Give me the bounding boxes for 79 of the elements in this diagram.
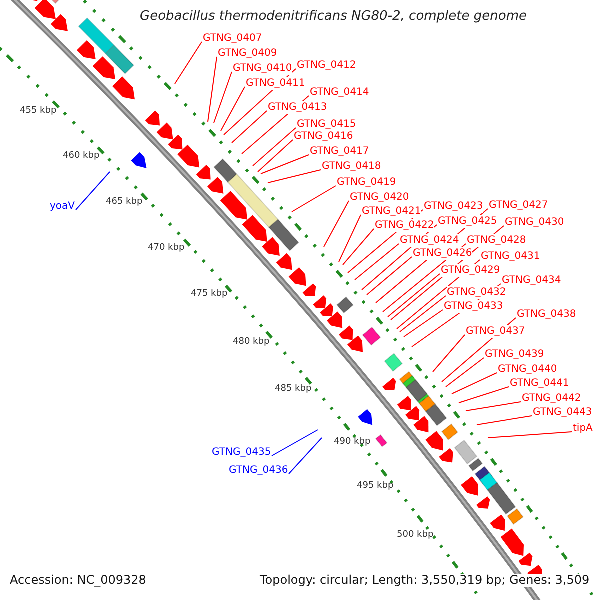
- gene-label: GTNG_0425: [438, 215, 498, 228]
- leader-line: [404, 310, 444, 338]
- leader-line: [488, 432, 572, 438]
- genome-info-text: Accession: NC_009328: [10, 574, 146, 587]
- position-label: 480 kbp: [233, 336, 270, 349]
- gene-label: GTNG_0439: [485, 348, 544, 361]
- gene-label: GTNG_0424: [400, 234, 460, 247]
- gene-label: GTNG_0422: [375, 219, 434, 232]
- leader-line: [272, 430, 318, 456]
- gene-label: GTNG_0409: [218, 47, 278, 60]
- leader-line: [342, 228, 374, 266]
- leader-line: [252, 128, 296, 166]
- leader-line: [366, 256, 412, 296]
- gene-label: GTNG_0411: [246, 77, 306, 90]
- gene-label: GTNG_0426: [413, 247, 472, 260]
- position-label: 500 kbp: [397, 529, 434, 542]
- gene-label: GTNG_0432: [447, 286, 506, 299]
- gene-label: GTNG_0442: [522, 392, 582, 405]
- leader-line: [208, 56, 218, 122]
- position-label: 490 kbp: [334, 436, 371, 449]
- gene-label: GTNG_0431: [481, 250, 540, 263]
- gene-label: GTNG_0415: [297, 118, 356, 131]
- leader-line: [338, 214, 362, 262]
- gene-label: GTNG_0419: [337, 176, 396, 189]
- leader-line: [76, 172, 110, 210]
- leader-line: [292, 186, 336, 212]
- leader-line: [432, 334, 466, 372]
- gene-label: GTNG_0414: [310, 86, 370, 99]
- leader-line: [324, 200, 350, 248]
- position-label: 460 kbp: [63, 150, 100, 163]
- gene-label: GTNG_0416: [294, 130, 354, 143]
- position-label: 455 kbp: [20, 105, 57, 118]
- leader-line: [220, 86, 246, 132]
- leader-line: [354, 244, 400, 280]
- leader-line: [388, 274, 440, 318]
- gene-label: GTNG_0407: [203, 32, 262, 45]
- leader-line: [458, 386, 510, 404]
- gene-label: GTNG_0443: [533, 406, 592, 419]
- gene-label: GTNG_0441: [510, 377, 570, 390]
- leader-line: [288, 438, 322, 474]
- leader-line: [268, 170, 322, 184]
- gene-label: GTNG_0421: [362, 205, 422, 218]
- gene-label: GTNG_0440: [498, 363, 558, 376]
- gene-label: GTNG_0435: [212, 446, 272, 459]
- gene-label: GTNG_0438: [517, 308, 576, 321]
- gene-label: GTNG_0413: [268, 101, 328, 114]
- leader-line: [476, 416, 532, 426]
- position-label: 485 kbp: [275, 383, 312, 396]
- gene-label: tipA: [573, 422, 593, 435]
- gene-label: GTNG_0418: [322, 160, 382, 173]
- leader-line: [452, 372, 498, 394]
- gene-label: GTNG_0437: [466, 325, 526, 338]
- gene-label: GTNG_0427: [489, 199, 548, 212]
- gene-label: GTNG_0436: [229, 464, 288, 477]
- gene-label: GTNG_0429: [441, 264, 500, 277]
- position-label: 465 kbp: [106, 196, 143, 209]
- position-label: 475 kbp: [191, 288, 228, 301]
- gene-label: GTNG_0417: [310, 145, 370, 158]
- gene-label: GTNG_0420: [350, 191, 410, 204]
- leader-line: [214, 72, 232, 124]
- gene-label: GTNG_0423: [424, 200, 484, 213]
- gene-label: GTNG_0433: [444, 300, 504, 313]
- position-label: 470 kbp: [148, 242, 185, 255]
- gene-label: GTNG_0428: [467, 234, 526, 247]
- gene-label: yoaV: [50, 200, 76, 213]
- leader-line: [466, 402, 522, 412]
- leader-line: [258, 140, 294, 172]
- position-label: 495 kbp: [357, 480, 394, 493]
- leader-line: [232, 110, 268, 144]
- leader-line: [260, 154, 310, 174]
- title: Geobacillus thermodenitrificans NG80-2, complete genome: [140, 10, 528, 23]
- genome-info-text: Topology: circular; Length: 3,550,319 bp; Genes: 3,509: [260, 574, 590, 587]
- gene-label: GTNG_0434: [502, 274, 562, 287]
- gene-label: GTNG_0410: [233, 62, 292, 75]
- gene-label: GTNG_0430: [505, 216, 564, 229]
- gene-label: GTNG_0412: [297, 59, 356, 72]
- leader-line: [400, 296, 446, 332]
- leader-line: [174, 42, 202, 84]
- leader-line: [446, 358, 484, 388]
